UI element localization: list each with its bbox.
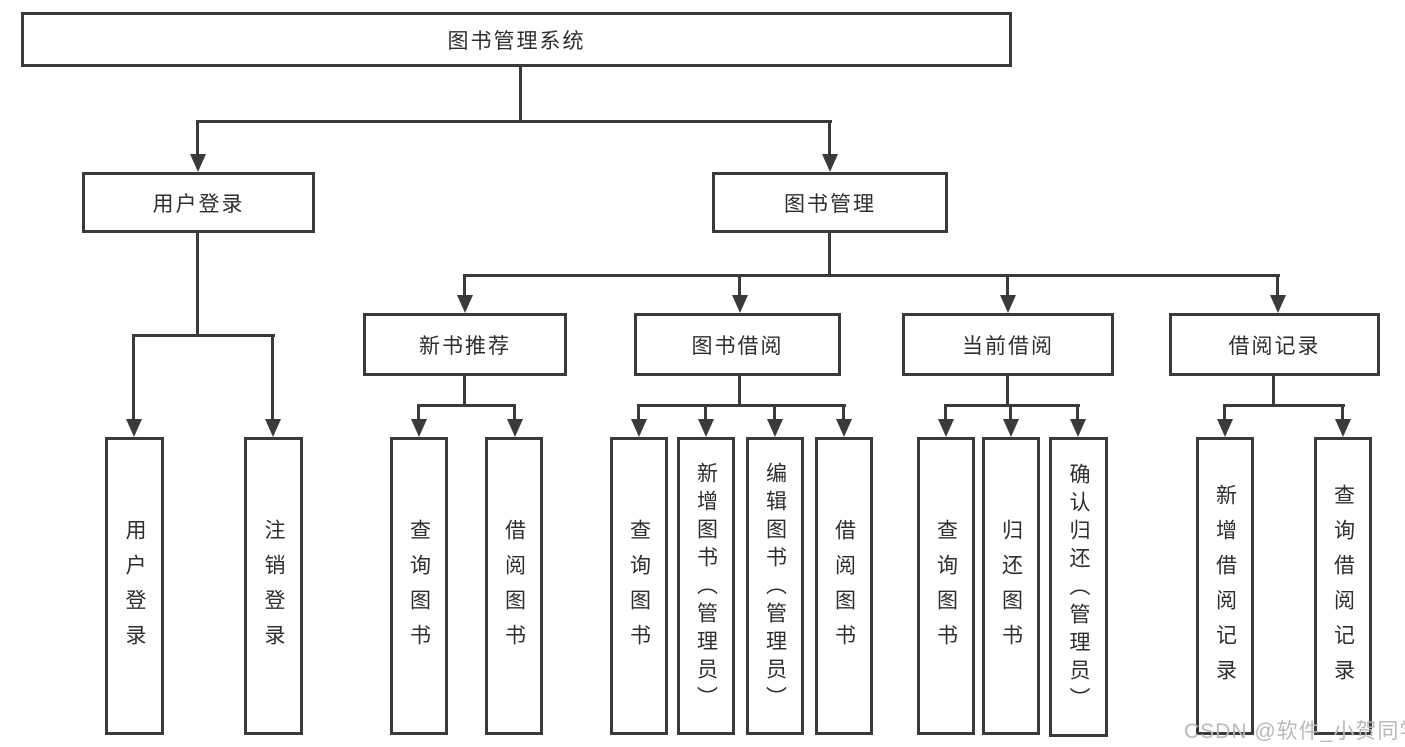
line-v bbox=[513, 404, 516, 421]
line-v bbox=[704, 404, 707, 421]
arrowhead-down-icon bbox=[631, 419, 647, 437]
arrowhead-down-icon bbox=[732, 295, 748, 313]
node-book-borrow: 图书借阅 bbox=[634, 313, 841, 376]
line-v bbox=[637, 404, 640, 421]
leaf-current-query-books: 查询图书 bbox=[917, 437, 975, 735]
line-v bbox=[1009, 404, 1012, 421]
arrowhead-down-icon bbox=[767, 419, 783, 437]
leaf-borrow-edit-books-admin: 编辑图书（管理员） bbox=[746, 437, 804, 735]
arrowhead-down-icon bbox=[190, 154, 206, 172]
leaf-borrow-add-books-admin: 新增图书（管理员） bbox=[677, 437, 735, 735]
node-current-borrow: 当前借阅 bbox=[902, 313, 1114, 376]
line-v bbox=[1223, 404, 1226, 421]
leaf-newbook-borrow-books: 借阅图书 bbox=[485, 437, 543, 735]
leaf-user-login: 用户登录 bbox=[105, 437, 164, 735]
line-v bbox=[1006, 376, 1009, 407]
line-v bbox=[417, 404, 420, 421]
line-h bbox=[944, 404, 1080, 407]
line-h bbox=[417, 404, 516, 407]
line-v bbox=[1341, 404, 1344, 421]
arrowhead-down-icon bbox=[1003, 419, 1019, 437]
line-v bbox=[271, 334, 274, 420]
line-h bbox=[637, 404, 846, 407]
node-new-book-recommend: 新书推荐 bbox=[363, 313, 567, 376]
line-v bbox=[1272, 376, 1275, 407]
leaf-current-return-books: 归还图书 bbox=[982, 437, 1040, 735]
line-v bbox=[773, 404, 776, 421]
line-v bbox=[196, 120, 199, 156]
node-user-login: 用户登录 bbox=[82, 172, 315, 233]
arrowhead-down-icon bbox=[698, 419, 714, 437]
leaf-records-add-record: 新增借阅记录 bbox=[1196, 437, 1254, 735]
line-v bbox=[463, 376, 466, 407]
line-h bbox=[463, 274, 1280, 277]
line-v bbox=[463, 274, 466, 297]
leaf-records-query-record: 查询借阅记录 bbox=[1314, 437, 1372, 735]
arrowhead-down-icon bbox=[836, 419, 852, 437]
arrowhead-down-icon bbox=[411, 419, 427, 437]
arrowhead-down-icon bbox=[1217, 419, 1233, 437]
line-v bbox=[738, 376, 741, 407]
line-v bbox=[519, 66, 522, 122]
line-v bbox=[738, 274, 741, 297]
line-v bbox=[944, 404, 947, 421]
node-root: 图书管理系统 bbox=[21, 12, 1012, 67]
line-v bbox=[828, 232, 831, 276]
line-v bbox=[828, 120, 831, 156]
leaf-newbook-query-books: 查询图书 bbox=[390, 437, 448, 735]
line-v bbox=[1276, 274, 1279, 297]
arrowhead-down-icon bbox=[1335, 419, 1351, 437]
line-h bbox=[132, 334, 275, 337]
line-v bbox=[842, 404, 845, 421]
arrowhead-down-icon bbox=[1270, 295, 1286, 313]
leaf-logout: 注销登录 bbox=[244, 437, 303, 735]
arrowhead-down-icon bbox=[126, 419, 142, 437]
leaf-borrow-borrow-books: 借阅图书 bbox=[815, 437, 873, 735]
line-h bbox=[1223, 404, 1345, 407]
node-borrow-records: 借阅记录 bbox=[1169, 313, 1380, 376]
arrowhead-down-icon bbox=[265, 419, 281, 437]
arrowhead-down-icon bbox=[938, 419, 954, 437]
line-v bbox=[1006, 274, 1009, 297]
line-h bbox=[197, 120, 832, 123]
node-book-management: 图书管理 bbox=[712, 172, 948, 233]
arrowhead-down-icon bbox=[507, 419, 523, 437]
csdn-watermark: CSDN @软件_小贺同学 bbox=[1184, 720, 1405, 743]
arrowhead-down-icon bbox=[1070, 419, 1086, 437]
line-v bbox=[1076, 404, 1079, 421]
arrowhead-down-icon bbox=[1000, 295, 1016, 313]
line-v bbox=[132, 334, 135, 420]
arrowhead-down-icon bbox=[457, 295, 473, 313]
leaf-current-confirm-return-admin: 确认归还（管理员） bbox=[1049, 437, 1108, 737]
line-v bbox=[196, 232, 199, 336]
leaf-borrow-query-books: 查询图书 bbox=[610, 437, 668, 735]
arrowhead-down-icon bbox=[822, 154, 838, 172]
